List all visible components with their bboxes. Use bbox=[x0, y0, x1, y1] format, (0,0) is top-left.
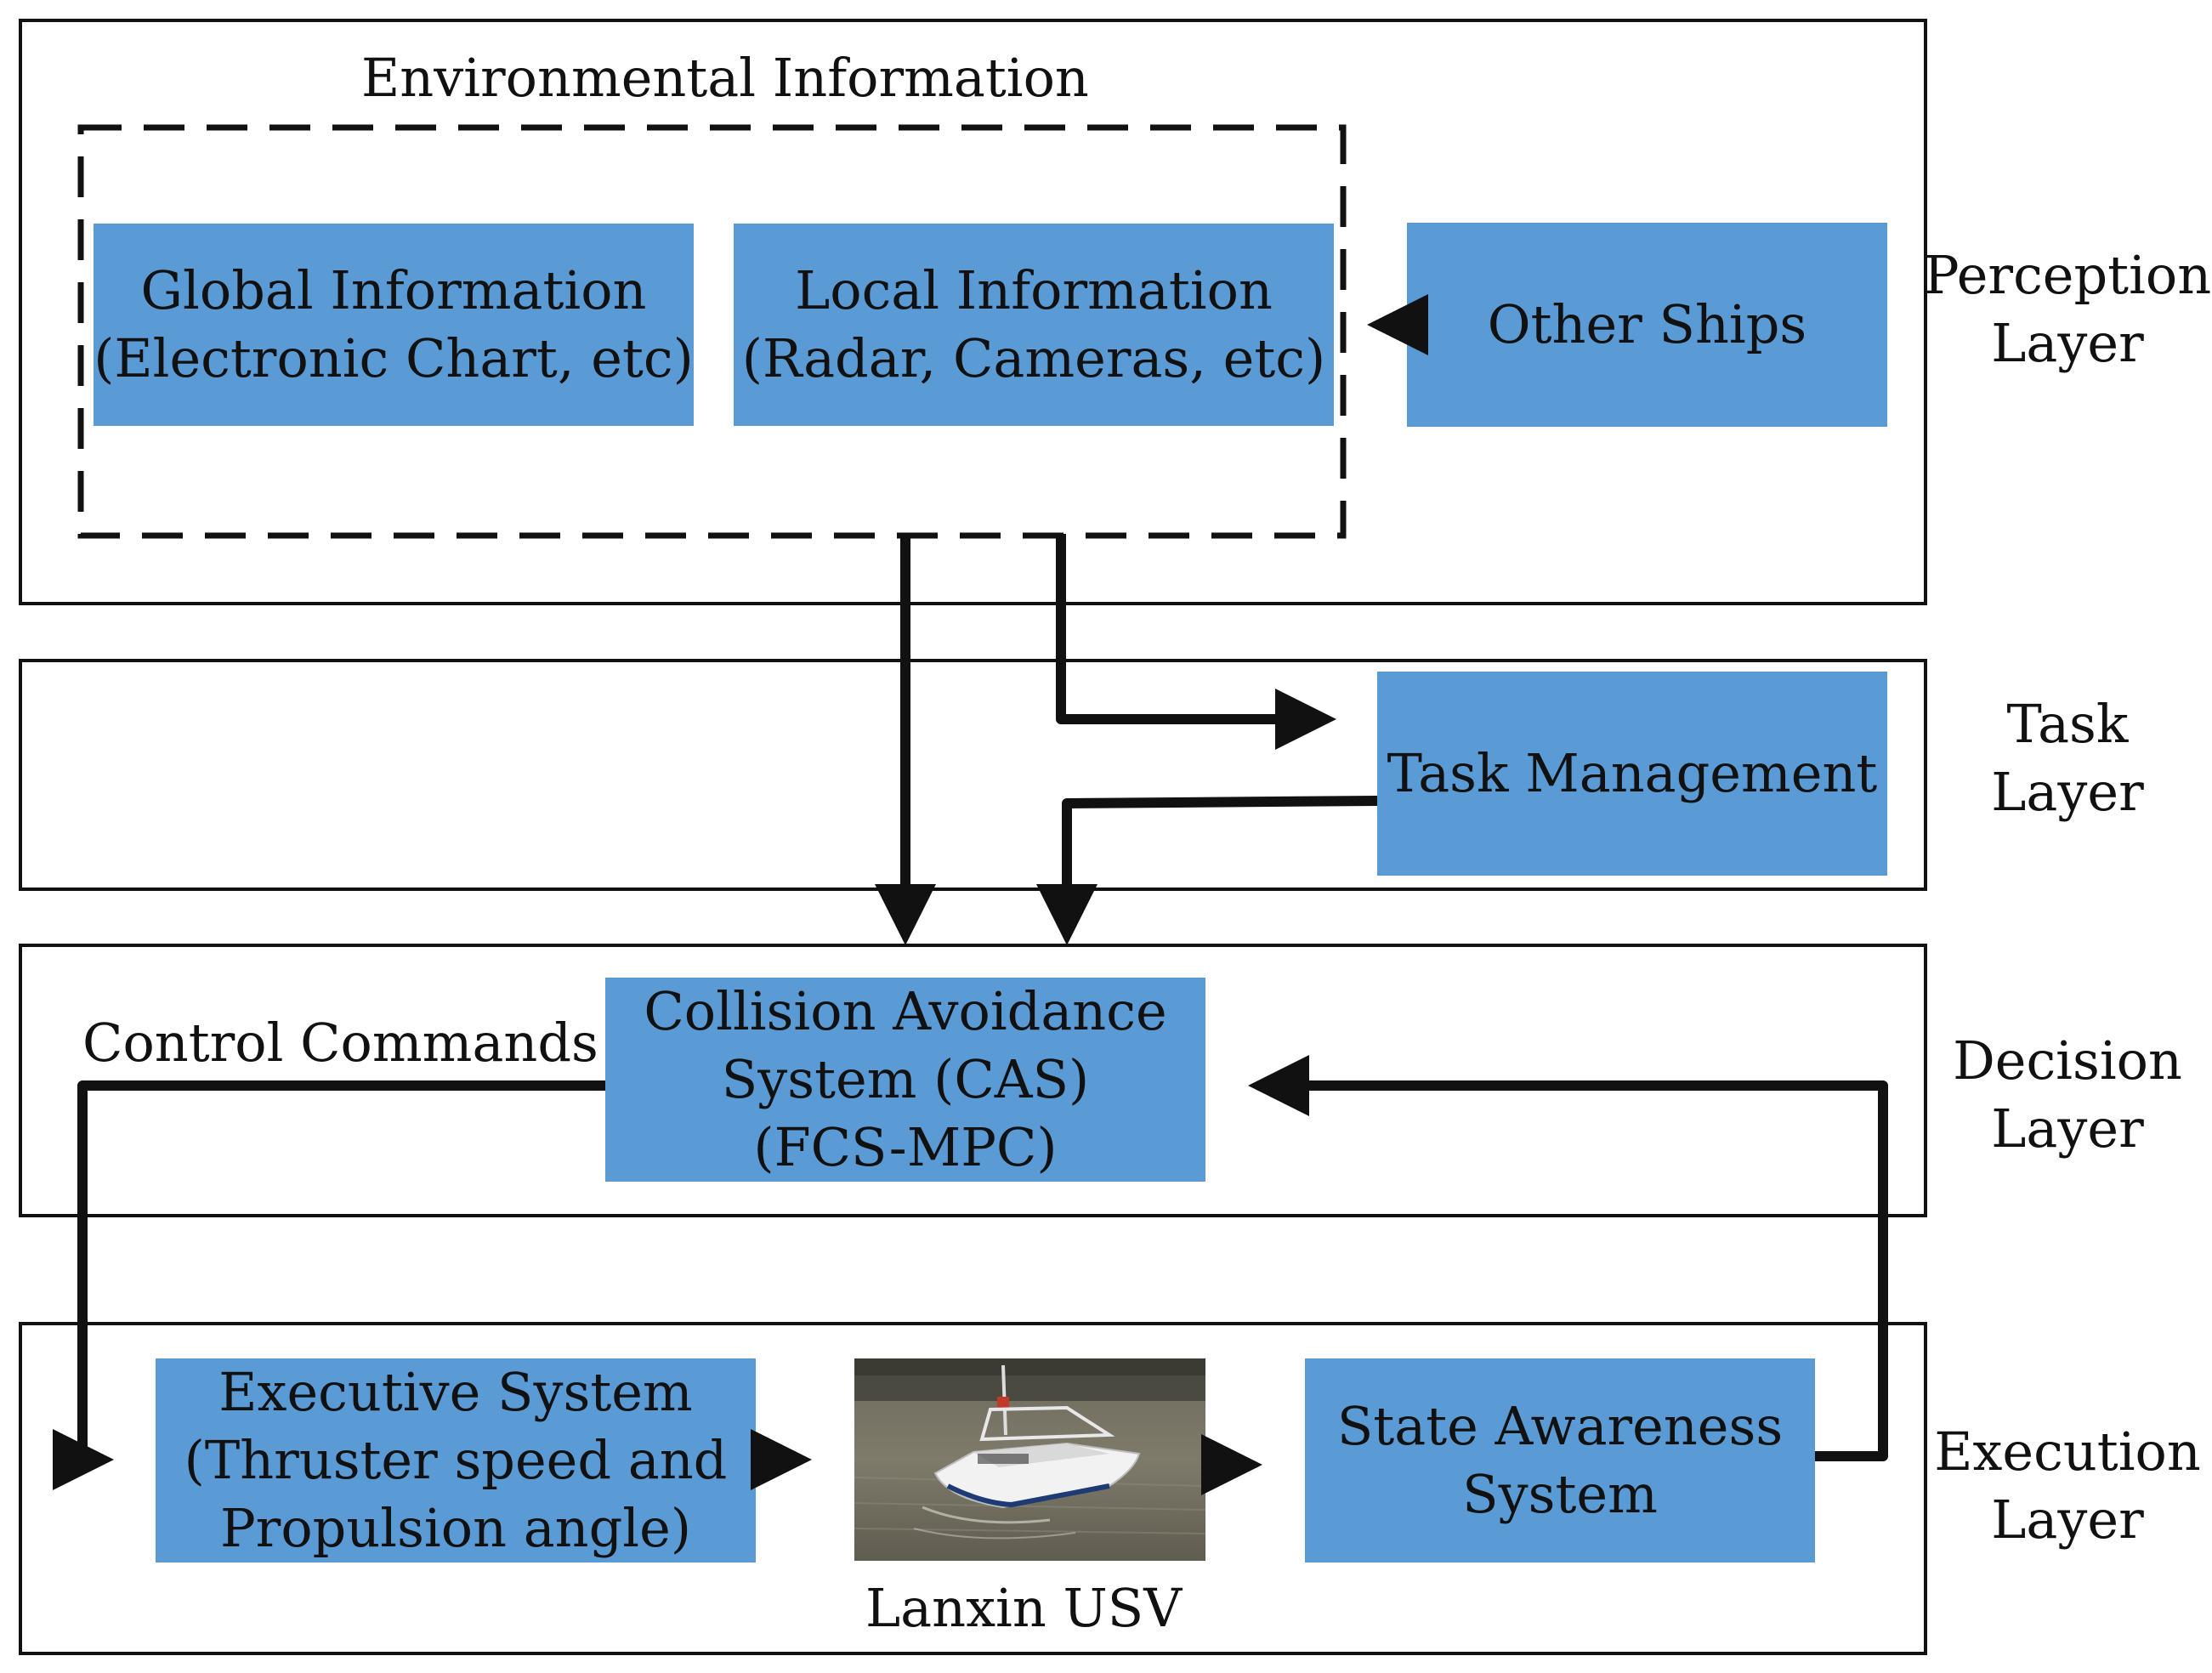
decision-layer-frame bbox=[19, 944, 1927, 1217]
executive-system-line1: Executive System bbox=[218, 1361, 693, 1423]
task-layer-label: Task Layer bbox=[1919, 690, 2212, 826]
decision-layer-label-line2: Layer bbox=[1991, 1097, 2144, 1160]
perception-layer-label-line2: Layer bbox=[1991, 312, 2144, 374]
global-information-line2: (Electronic Chart, etc) bbox=[94, 327, 694, 389]
other-ships-box: Other Ships bbox=[1407, 223, 1887, 427]
task-management-label: Task Management bbox=[1387, 742, 1878, 804]
executive-system-line2: (Thruster speed and bbox=[184, 1429, 728, 1491]
task-layer-label-line2: Layer bbox=[1991, 761, 2144, 823]
lanxin-usv-label: Lanxin USV bbox=[865, 1577, 1182, 1639]
state-awareness-system-box: State Awareness System bbox=[1305, 1358, 1815, 1562]
perception-layer-label: Perception Layer bbox=[1919, 241, 2212, 377]
state-awareness-line2: System bbox=[1462, 1463, 1658, 1525]
cas-line1: Collision Avoidance bbox=[644, 980, 1167, 1042]
task-layer-frame bbox=[19, 659, 1927, 891]
global-information-line1: Global Information bbox=[140, 259, 647, 321]
decision-layer-label: Decision Layer bbox=[1919, 1027, 2212, 1163]
arrow-state-awareness-feedback-to-cas bbox=[1248, 1055, 1888, 1461]
execution-layer-label-line1: Execution bbox=[1934, 1421, 2201, 1483]
arrow-control-commands-to-executive bbox=[53, 1080, 605, 1490]
arrow-environment-to-task-management bbox=[1056, 534, 1336, 750]
lanxin-usv-photo bbox=[854, 1358, 1205, 1561]
environmental-info-title: Environmental Information bbox=[361, 47, 1089, 109]
state-awareness-line1: State Awareness bbox=[1336, 1395, 1784, 1457]
arrow-task-management-to-cas bbox=[1036, 796, 1378, 945]
other-ships-label: Other Ships bbox=[1487, 293, 1807, 355]
usv-boat-illustration bbox=[854, 1358, 1205, 1561]
collision-avoidance-system-box: Collision Avoidance System (CAS) (FCS-MP… bbox=[605, 978, 1205, 1182]
execution-layer-frame bbox=[19, 1322, 1927, 1655]
environmental-info-dashed-group bbox=[77, 124, 1347, 539]
control-commands-label: Control Commands bbox=[82, 1012, 598, 1074]
cas-line3: (FCS-MPC) bbox=[753, 1116, 1058, 1178]
execution-layer-label: Execution Layer bbox=[1919, 1418, 2212, 1554]
task-layer-label-line1: Task bbox=[2006, 693, 2129, 755]
decision-layer-label-line1: Decision bbox=[1953, 1029, 2182, 1092]
perception-layer-label-line1: Perception bbox=[1923, 244, 2212, 306]
executive-system-box: Executive System (Thruster speed and Pro… bbox=[156, 1358, 756, 1562]
global-information-box: Global Information (Electronic Chart, et… bbox=[94, 224, 694, 426]
cas-line2: System (CAS) bbox=[721, 1048, 1090, 1110]
local-information-line2: (Radar, Cameras, etc) bbox=[741, 327, 1326, 389]
local-information-box: Local Information (Radar, Cameras, etc) bbox=[734, 224, 1334, 426]
execution-layer-label-line2: Layer bbox=[1991, 1489, 2144, 1551]
local-information-line1: Local Information bbox=[795, 259, 1273, 321]
executive-system-line3: Propulsion angle) bbox=[219, 1497, 692, 1559]
task-management-box: Task Management bbox=[1377, 672, 1887, 876]
perception-layer-frame bbox=[19, 19, 1927, 605]
